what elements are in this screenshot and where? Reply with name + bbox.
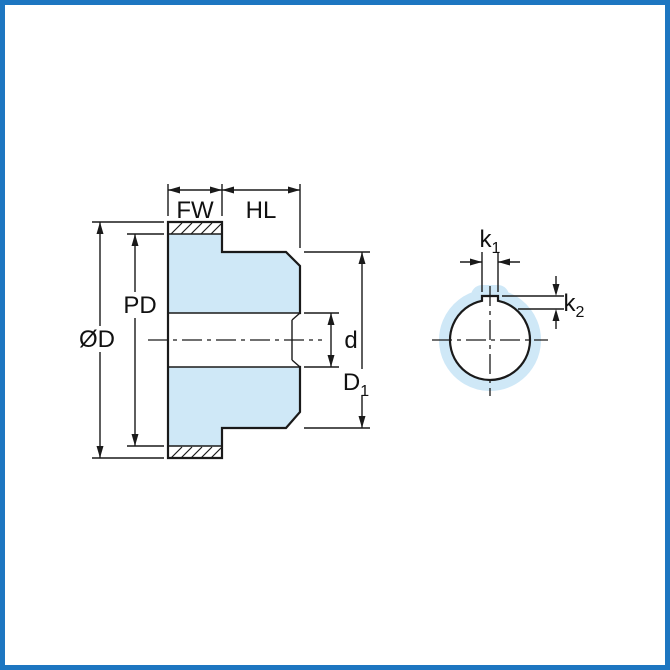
- tooth-root-lines: [168, 233, 222, 447]
- tooth-hatching: [170, 222, 222, 459]
- label-hl: HL: [246, 197, 277, 224]
- gear-section-view: [148, 220, 322, 460]
- label-k2: k2: [564, 290, 585, 321]
- fw-hl-dimension-lines: [167, 184, 301, 248]
- pd-dimension-lines: [127, 233, 164, 447]
- gear-section-upper-fill: [168, 234, 300, 313]
- dimension-od: ØD: [76, 221, 164, 459]
- d-arrowheads: [327, 313, 335, 367]
- gear-section-lower-fill: [168, 367, 300, 446]
- label-d: d: [344, 327, 357, 354]
- pd-label-background: [120, 292, 160, 318]
- fw-hl-arrowheads: [168, 186, 300, 194]
- k1-arrowheads: [470, 258, 510, 266]
- end-view-centerlines: [432, 286, 548, 396]
- dimension-pd: PD: [120, 233, 164, 447]
- d-label-background: [341, 328, 361, 352]
- dimension-d1: D1: [304, 251, 378, 429]
- d1-dimension-lines: [304, 251, 370, 429]
- dimension-k1: k1: [460, 226, 520, 292]
- dimension-k2: k2: [502, 276, 585, 329]
- bore-end-view: [432, 285, 548, 396]
- bore-lines: [168, 312, 300, 368]
- k1-dimension-lines: [460, 252, 520, 292]
- k2-arrowheads: [552, 284, 560, 321]
- od-label-background: [76, 326, 118, 352]
- k2-dimension-lines: [502, 276, 564, 329]
- label-k1: k1: [480, 226, 501, 257]
- label-pd: PD: [123, 292, 156, 319]
- dimension-d: d: [304, 312, 361, 368]
- label-d1: D1: [343, 369, 369, 400]
- label-fw: FW: [176, 197, 214, 224]
- d1-label-background: [338, 369, 378, 395]
- dimension-fw-hl: FW HL: [167, 184, 301, 248]
- label-od: ØD: [79, 326, 115, 353]
